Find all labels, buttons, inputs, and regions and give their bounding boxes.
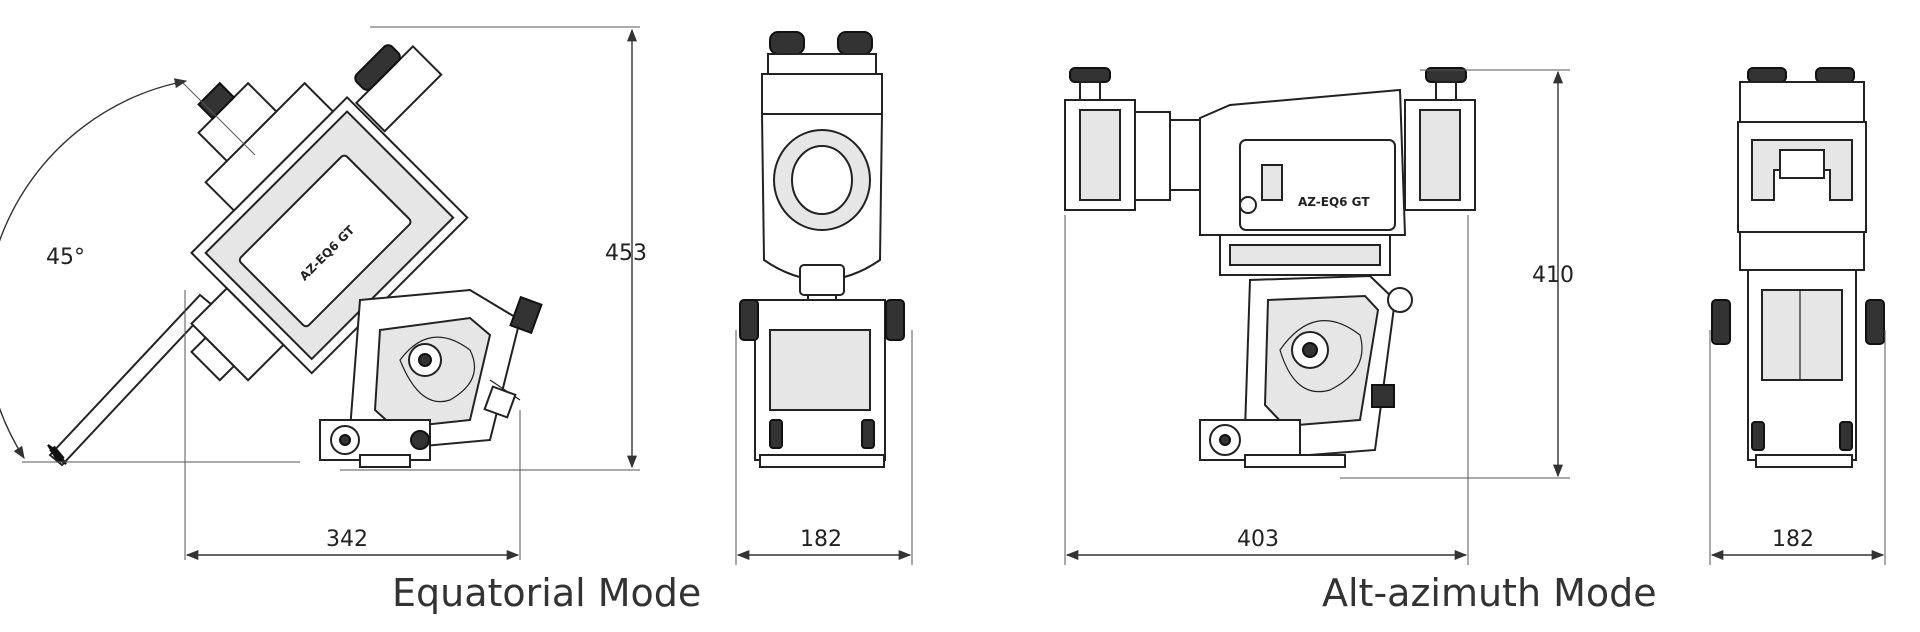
eq-counterweight-bar [47,293,214,467]
eq-width-label: 342 [326,527,368,552]
altaz-side-view: AZ-EQ6 GT 410 403 [1064,67,1574,565]
eq-mount-head: AZ-EQ6 GT [190,81,469,382]
eq-front-view: 182 [735,31,913,565]
altaz-front-view: 182 [1709,67,1886,565]
altaz-height-label: 410 [1532,263,1574,288]
altaz-width-label: 403 [1237,527,1279,552]
eq-mode-title: Equatorial Mode [392,571,701,615]
eq-height-label: 453 [605,241,647,266]
eq-angle-label: 45° [46,245,85,270]
eq-front-width-label: 182 [800,527,842,552]
eq-side-view: AZ-EQ6 GT [0,26,647,561]
eq-angle-arc [0,78,188,460]
altaz-mode-title: Alt-azimuth Mode [1322,571,1657,615]
altaz-mount-label: AZ-EQ6 GT [1298,195,1370,209]
altaz-front-width-label: 182 [1772,527,1814,552]
eq-base [319,288,543,468]
